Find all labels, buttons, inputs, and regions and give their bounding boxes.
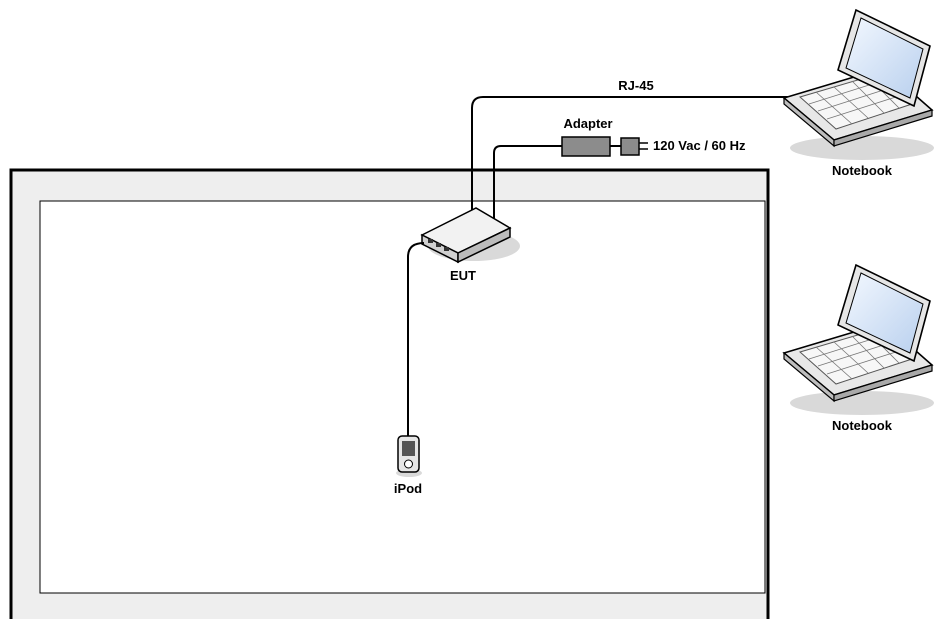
power-spec-label: 120 Vac / 60 Hz (653, 138, 746, 153)
notebook-top-label: Notebook (832, 163, 892, 178)
adapter-label: Adapter (563, 116, 613, 131)
ipod-icon (396, 435, 422, 477)
laptop-icon (782, 263, 934, 415)
power-cable (493, 145, 562, 222)
rj45-label: RJ-45 (618, 78, 654, 93)
router-icon (420, 207, 520, 264)
laptop-icon (782, 8, 934, 160)
notebook-bottom-label: Notebook (832, 418, 892, 433)
power-adapter-icon (561, 136, 648, 157)
eut-label: EUT (450, 268, 476, 283)
table-outline (9, 168, 770, 619)
ipod-label: iPod (393, 481, 423, 496)
rj45-cable (471, 96, 800, 212)
ipod-cable (407, 242, 425, 436)
